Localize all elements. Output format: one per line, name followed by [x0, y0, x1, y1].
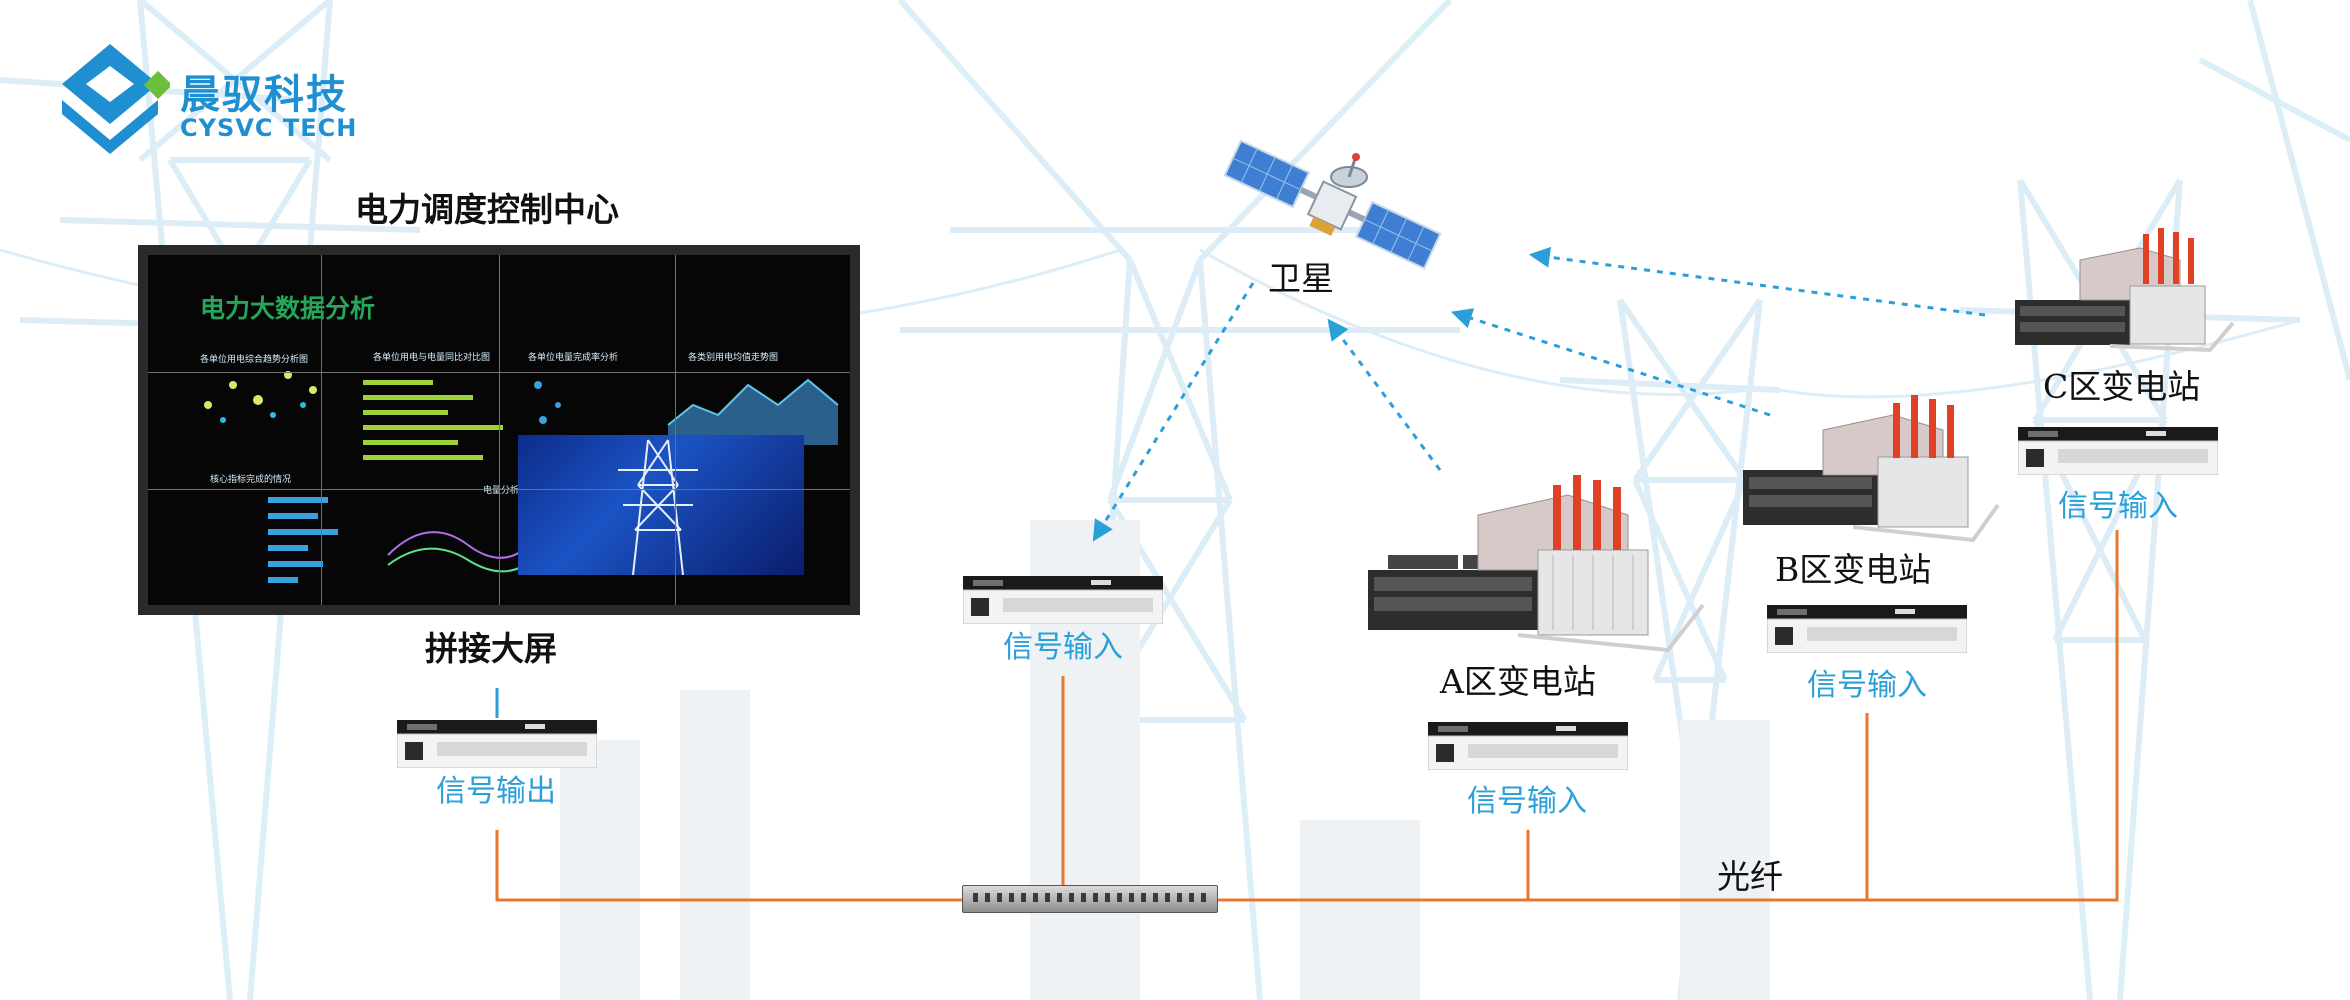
satellite-icon [1223, 139, 1442, 270]
satellite-label: 卫星 [1268, 259, 1334, 298]
satellite-downlink [1092, 282, 1255, 542]
station-a-label: A区变电站 [1440, 662, 1596, 701]
station-a-input-label: 信号输入 [1467, 784, 1587, 819]
network-switch [962, 885, 1218, 913]
panel-caption: 各单位用电与电量同比对比图 [373, 353, 491, 363]
dashboard-graphics [204, 371, 839, 583]
center-input-device [963, 576, 1163, 624]
station-b-input-device [1767, 605, 1967, 653]
signal-output-device [397, 720, 597, 768]
signal-output-label: 信号输出 [436, 774, 556, 809]
station-a-input-device [1428, 722, 1628, 770]
fiber-lines [495, 530, 2119, 902]
control-center-title: 电力调度控制中心 [355, 190, 619, 229]
station-b-label: B区变电站 [1775, 550, 1932, 589]
uplink-a [1327, 318, 1442, 471]
panel-caption: 各类别用电均值走势图 [688, 353, 779, 363]
station-c-input-device [2018, 427, 2218, 475]
screen-title: 电力大数据分析 [200, 294, 376, 323]
center-input-label: 信号输入 [1003, 630, 1123, 665]
substation-a-icon [1368, 475, 1705, 653]
video-wall: 电力大数据分析 各单位用电综合趋势分析图 各单位用电与电量同比对比图 各单位电量… [138, 245, 860, 615]
video-wall-label: 拼接大屏 [425, 629, 557, 668]
diamond-layers-logo-icon [62, 44, 170, 154]
logo-name-en: CYSVC TECH [180, 114, 358, 142]
logo-name-cn: 晨驭科技 [180, 72, 348, 118]
uplink-c [1528, 246, 1986, 317]
company-logo: 晨驭科技 CYSVC TECH [50, 40, 380, 160]
station-b-input-label: 信号输入 [1807, 668, 1927, 703]
uplink-b [1451, 308, 1771, 417]
substation-b-icon [1743, 395, 2000, 543]
panel-caption: 电量分析统计 [483, 486, 538, 496]
station-c-input-label: 信号输入 [2058, 489, 2178, 524]
substation-c-icon [2015, 228, 2235, 353]
station-c-label: C区变电站 [2043, 367, 2201, 406]
fiber-label: 光纤 [1717, 857, 1783, 896]
transmission-tower-photo [518, 435, 804, 576]
panel-caption: 各单位电量完成率分析 [528, 353, 619, 363]
panel-caption: 各单位用电综合趋势分析图 [200, 355, 309, 365]
panel-caption: 核心指标完成的情况 [210, 475, 292, 485]
